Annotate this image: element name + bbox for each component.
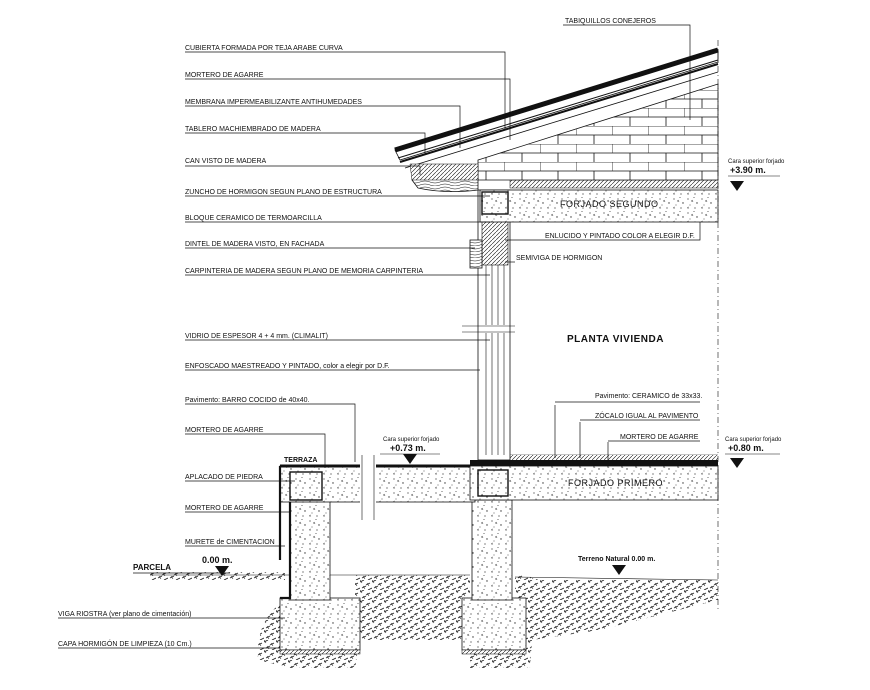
right-labels: TABIQUILLOS CONEJEROS FORJADO SEGUNDO EN…: [133, 18, 702, 574]
label-enlucido: ENLUCIDO Y PINTADO COLOR A ELEGIR D.F.: [545, 233, 695, 240]
ground-soil: [150, 572, 719, 668]
label-planta-vivienda: PLANTA VIVIENDA: [567, 334, 664, 345]
label-forjado-segundo: FORJADO SEGUNDO: [560, 199, 659, 209]
facade-wall: [462, 189, 515, 461]
label-pavimento-ceramico: Pavimento: CERAMICO de 33x33.: [595, 393, 702, 400]
label-tabiquillos: TABIQUILLOS CONEJEROS: [565, 18, 656, 25]
leader-lines: [58, 24, 701, 649]
label-murete: MURETE de CIMENTACION: [185, 539, 275, 546]
label-enfoscado: ENFOSCADO MAESTREADO Y PINTADO, color a …: [185, 363, 390, 370]
foundation-left: [279, 499, 361, 655]
level-marker-390: Cara superior forjado +3.90 m.: [728, 159, 785, 191]
label-can: CAN VISTO DE MADERA: [185, 158, 266, 165]
label-terraza: TERRAZA: [284, 457, 317, 464]
level-marker-073: Cara superior forjado +0.73 m.: [380, 437, 440, 464]
label-parcela: PARCELA: [133, 563, 171, 572]
label-aplacado: APLACADO DE PIEDRA: [185, 474, 263, 481]
label-zuncho: ZUNCHO DE HORMIGON SEGUN PLANO DE ESTRUC…: [185, 189, 382, 196]
label-mortero-3: MORTERO DE AGARRE: [185, 505, 264, 512]
svg-text:+0.80 m.: +0.80 m.: [728, 443, 764, 453]
label-vidrio: VIDRIO DE ESPESOR 4 + 4 mm. (CLIMALIT): [185, 333, 328, 340]
level-marker-terreno: [612, 565, 626, 575]
label-pavimento: Pavimento: BARRO COCIDO de 40x40.: [185, 397, 310, 404]
left-labels: CUBIERTA FORMADA POR TEJA ARABE CURVA MO…: [58, 45, 423, 648]
foundation-right: [461, 499, 527, 655]
svg-text:+0.73 m.: +0.73 m.: [390, 443, 426, 453]
label-mortero-1: MORTERO DE AGARRE: [185, 72, 264, 79]
label-mortero-2: MORTERO DE AGARRE: [185, 427, 264, 434]
label-terreno: Terreno Natural 0.00 m.: [578, 556, 655, 563]
label-bloque: BLOQUE CERAMICO DE TERMOARCILLA: [185, 215, 322, 222]
label-carpinteria: CARPINTERIA DE MADERA SEGUN PLANO DE MEM…: [185, 268, 423, 275]
label-capa: CAPA HORMIGÓN DE LIMPIEZA (10 Cm.): [58, 639, 192, 648]
label-zocalo: ZÓCALO IGUAL AL PAVIMENTO: [595, 411, 699, 420]
label-viga: VIGA RIOSTRA (ver plano de cimentación): [58, 611, 191, 618]
level-marker-000: 0.00 m.: [202, 555, 233, 576]
svg-text:0.00 m.: 0.00 m.: [202, 555, 233, 565]
second-floor-slab: [479, 179, 719, 223]
label-forjado-primero: FORJADO PRIMERO: [568, 478, 663, 488]
label-dintel: DINTEL DE MADERA VISTO, EN FACHADA: [185, 241, 325, 248]
level-marker-080: Cara superior forjado +0.80 m.: [725, 437, 782, 468]
svg-text:Cara superior forjado: Cara superior forjado: [383, 437, 440, 443]
svg-text:+3.90 m.: +3.90 m.: [730, 165, 766, 175]
label-membrana: MEMBRANA IMPERMEABILIZANTE ANTIHUMEDADES: [185, 99, 362, 106]
label-mortero-right: MORTERO DE AGARRE: [620, 434, 699, 441]
svg-text:Cara superior forjado: Cara superior forjado: [725, 437, 782, 443]
svg-text:Cara superior forjado: Cara superior forjado: [728, 159, 785, 165]
label-cubierta: CUBIERTA FORMADA POR TEJA ARABE CURVA: [185, 45, 343, 52]
label-tablero: TABLERO MACHIEMBRADO DE MADERA: [185, 126, 321, 133]
label-semiviga: SEMIVIGA DE HORMIGON: [516, 255, 602, 262]
